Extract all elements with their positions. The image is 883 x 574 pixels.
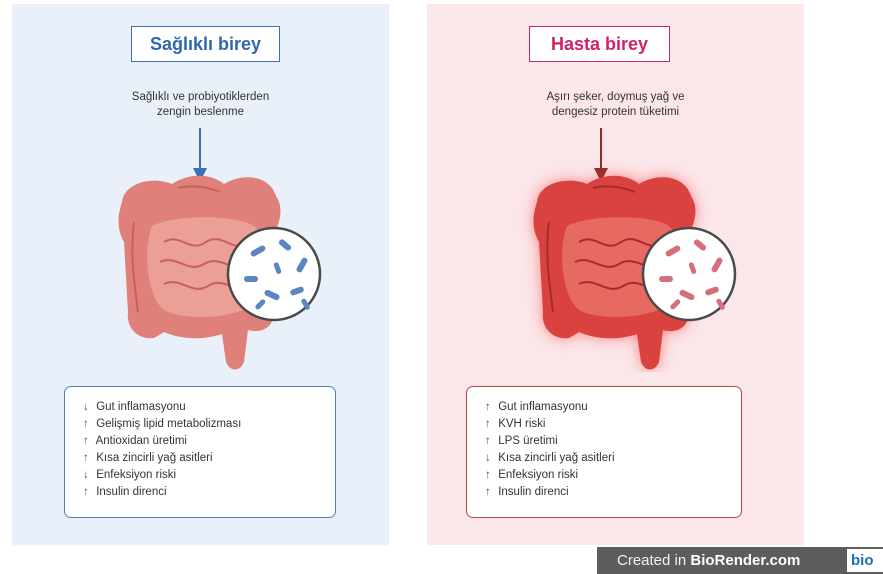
trend-arrow: ↑ (83, 450, 93, 467)
effect-label: Enfeksiyon riski (96, 469, 176, 481)
list-item: ↑ LPS üretimi (485, 433, 741, 450)
trend-arrow: ↓ (83, 467, 93, 484)
trend-arrow: ↓ (83, 399, 93, 416)
effect-label: Gut inflamasyonu (498, 401, 588, 413)
healthy-title: Sağlıklı birey (131, 26, 280, 62)
trend-arrow: ↑ (485, 399, 495, 416)
biorender-logo: bio (847, 549, 883, 572)
trend-arrow: ↑ (83, 416, 93, 433)
list-item: ↓ Gut inflamasyonu (83, 399, 335, 416)
list-item: ↑ Kısa zincirli yağ asitleri (83, 450, 335, 467)
sick-effects-list: ↑ Gut inflamasyonu ↑ KVH riski ↑ LPS üre… (466, 386, 742, 518)
list-item: ↑ Insulin direnci (485, 484, 741, 501)
sick-diet-line-2: dengesiz protein tüketimi (467, 105, 764, 120)
healthy-panel: Sağlıklı birey Sağlıklı ve probiyotikler… (12, 4, 389, 545)
effect-label: Enfeksiyon riski (498, 469, 578, 481)
list-item: ↑ Enfeksiyon riski (485, 467, 741, 484)
healthy-diet-line-1: Sağlıklı ve probiyotiklerden (52, 90, 349, 105)
healthy-diet-text: Sağlıklı ve probiyotiklerden zengin besl… (52, 90, 349, 120)
watermark-text: Created in BioRender.com (617, 547, 800, 574)
trend-arrow: ↑ (83, 433, 93, 450)
watermark-prefix: Created in (617, 552, 690, 569)
list-item: ↓ Enfeksiyon riski (83, 467, 335, 484)
effect-label: Gut inflamasyonu (96, 401, 186, 413)
healthy-diet-line-2: zengin beslenme (52, 105, 349, 120)
trend-arrow: ↓ (485, 450, 495, 467)
trend-arrow: ↑ (485, 484, 495, 501)
watermark-brand: BioRender.com (690, 552, 800, 569)
effect-label: LPS üretimi (498, 435, 557, 447)
effect-label: Gelişmiş lipid metabolizması (96, 418, 241, 430)
biorender-watermark[interactable]: Created in BioRender.com bio (597, 547, 883, 574)
healthy-effects-list: ↓ Gut inflamasyonu ↑ Gelişmiş lipid meta… (64, 386, 336, 518)
effect-label: Kısa zincirli yağ asitleri (96, 452, 212, 464)
effect-label: Insulin direnci (96, 486, 166, 498)
effect-label: Antioxidan üretimi (96, 435, 187, 447)
list-item: ↑ KVH riski (485, 416, 741, 433)
intestine-icon (94, 162, 324, 372)
effect-label: Kısa zincirli yağ asitleri (498, 452, 614, 464)
list-item: ↑ Gelişmiş lipid metabolizması (83, 416, 335, 433)
intestine-icon (509, 162, 739, 372)
list-item: ↑ Antioxidan üretimi (83, 433, 335, 450)
trend-arrow: ↑ (83, 484, 93, 501)
list-item: ↑ Gut inflamasyonu (485, 399, 741, 416)
effect-label: Insulin direnci (498, 486, 568, 498)
trend-arrow: ↑ (485, 416, 495, 433)
trend-arrow: ↑ (485, 433, 495, 450)
effect-label: KVH riski (498, 418, 545, 430)
sick-panel: Hasta birey Aşırı şeker, doymuş yağ ve d… (427, 4, 804, 545)
sick-diet-line-1: Aşırı şeker, doymuş yağ ve (467, 90, 764, 105)
list-item: ↑ Insulin direnci (83, 484, 335, 501)
sick-diet-text: Aşırı şeker, doymuş yağ ve dengesiz prot… (467, 90, 764, 120)
list-item: ↓ Kısa zincirli yağ asitleri (485, 450, 741, 467)
sick-title: Hasta birey (529, 26, 670, 62)
trend-arrow: ↑ (485, 467, 495, 484)
